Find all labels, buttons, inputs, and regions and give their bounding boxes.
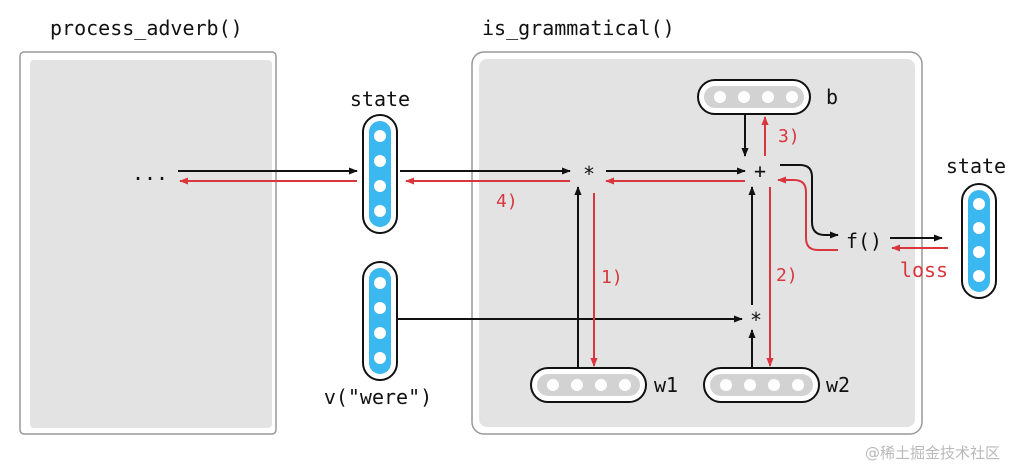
step4-label: 4) [496,191,518,212]
step1-label: 1) [601,267,623,288]
w2-vector [703,367,820,403]
state-right-vector [961,183,997,299]
state-left-vector [362,114,398,234]
f-operator: f() [846,229,882,253]
backward-arrows [179,116,948,367]
step2-label: 2) [776,265,798,286]
step3-label: 3) [778,126,800,147]
w1-vector [530,367,647,403]
process-adverb-title: process_adverb() [50,16,243,40]
forward-arrows [178,112,943,367]
state-right-label: state [946,154,1006,178]
v-were-vector [362,261,398,381]
is-grammatical-box [471,51,923,435]
loss-label: loss [900,258,948,282]
mult-top-operator: * [583,162,595,186]
b-label: b [826,85,838,109]
process-adverb-box [19,51,277,435]
watermark: @稀土掘金技术社区 [865,444,1000,462]
b-vector [697,79,811,115]
red-arrow-f-to-plus [777,176,838,251]
w2-label: w2 [826,373,850,397]
mult-bottom-operator: * [750,308,762,332]
ellipsis-label: ... [132,161,168,185]
plus-operator: + [754,159,766,183]
w1-label: w1 [654,373,678,397]
arrow-plus-to-f [780,164,839,239]
state-left-label: state [350,87,410,111]
is-grammatical-title: is_grammatical() [482,16,675,40]
v-were-label: v("were") [324,385,432,409]
